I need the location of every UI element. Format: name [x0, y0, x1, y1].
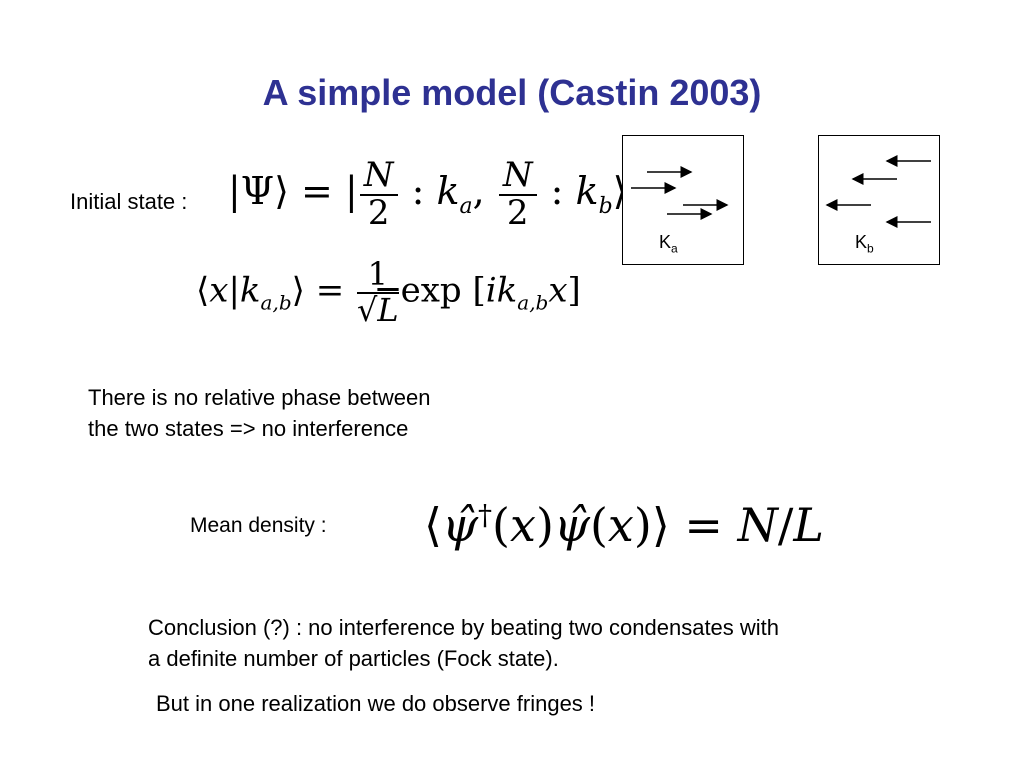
- panel-kb: Kb: [818, 135, 940, 265]
- no-phase-line-2: the two states => no interference: [88, 416, 409, 441]
- slide-title: A simple model (Castin 2003): [262, 72, 762, 113]
- fringes-note: But in one realization we do observe fri…: [156, 691, 596, 716]
- conclusion-line-1: Conclusion (?) : no interference by beat…: [148, 615, 780, 640]
- mean-density-equation: ⟨ψ̂†(x)ψ̂(x)⟩ = N/L: [424, 498, 824, 552]
- panel-kb-label: Kb: [855, 232, 874, 256]
- conclusion-line-2: a definite number of particles (Fock sta…: [148, 646, 559, 671]
- left-arrows-icon: [825, 155, 931, 228]
- panel-ka: Ka: [622, 135, 744, 265]
- right-arrows-icon: [631, 166, 729, 220]
- no-phase-text: There is no relative phase between the t…: [88, 382, 430, 444]
- initial-state-label: Initial state :: [70, 189, 188, 214]
- conclusion-text: Conclusion (?) : no interference by beat…: [148, 612, 779, 674]
- no-phase-line-1: There is no relative phase between: [88, 385, 431, 410]
- mean-density-label: Mean density :: [190, 514, 327, 537]
- panel-ka-label: Ka: [659, 232, 678, 256]
